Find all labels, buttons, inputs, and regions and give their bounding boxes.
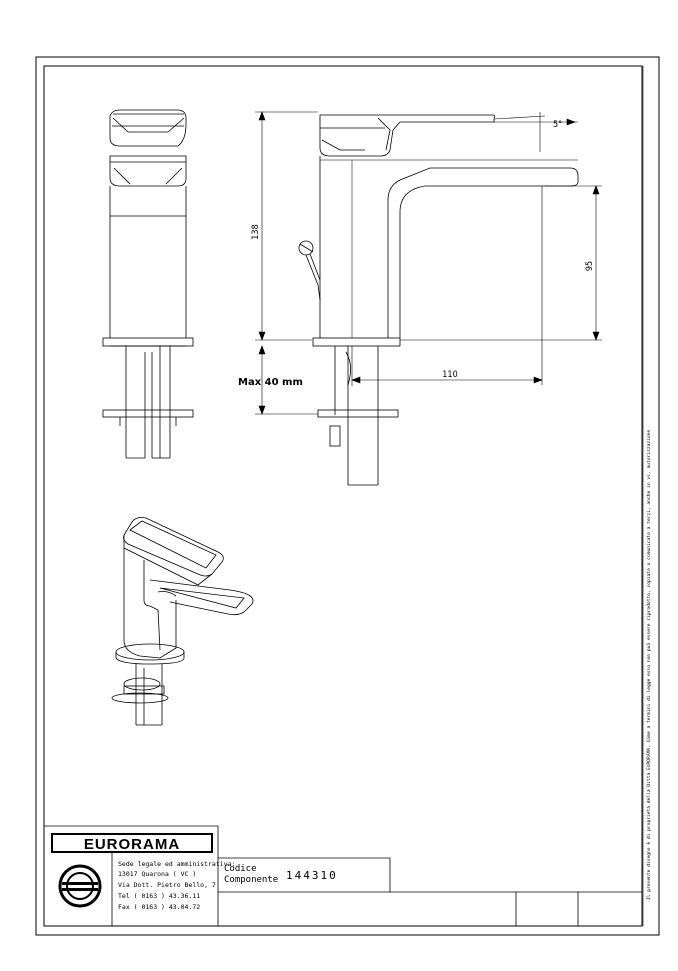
code-label-1: Codice: [224, 864, 257, 874]
company-name: EURORAMA: [84, 836, 180, 853]
title-block-frame: [44, 825, 642, 926]
code-value: 144310: [286, 869, 338, 882]
dim-lever-angle: 5°: [553, 120, 562, 130]
address-line-1: Sede legale ed amministrativa:: [118, 860, 235, 868]
address-line-3: Via Dott. Pietro Bello, 7: [118, 881, 216, 889]
front-view: [102, 109, 194, 459]
dim-max-deck: Max 40 mm: [238, 377, 303, 388]
address-line-5: Fax ( 0163 ) 43.04.72: [118, 903, 200, 911]
inner-frame: [43, 65, 643, 927]
outer-frame: [35, 56, 660, 936]
address-line-4: Tel ( 0163 ) 43.36.11: [118, 892, 200, 900]
dim-spout-reach: 110: [442, 370, 457, 380]
code-label-2: Componente: [224, 875, 278, 885]
eurorama-logo: EURORAMA: [51, 833, 213, 908]
dimension-lines: [255, 111, 602, 415]
isometric-view: [111, 517, 254, 726]
dim-height-total: 138: [251, 224, 261, 239]
ownership-notice: Il presente disegno è di proprietà della…: [645, 430, 652, 900]
address-line-2: 13017 Quarona ( VC ): [118, 870, 196, 878]
side-view: [298, 114, 579, 486]
dim-spout-height: 95: [585, 261, 595, 271]
